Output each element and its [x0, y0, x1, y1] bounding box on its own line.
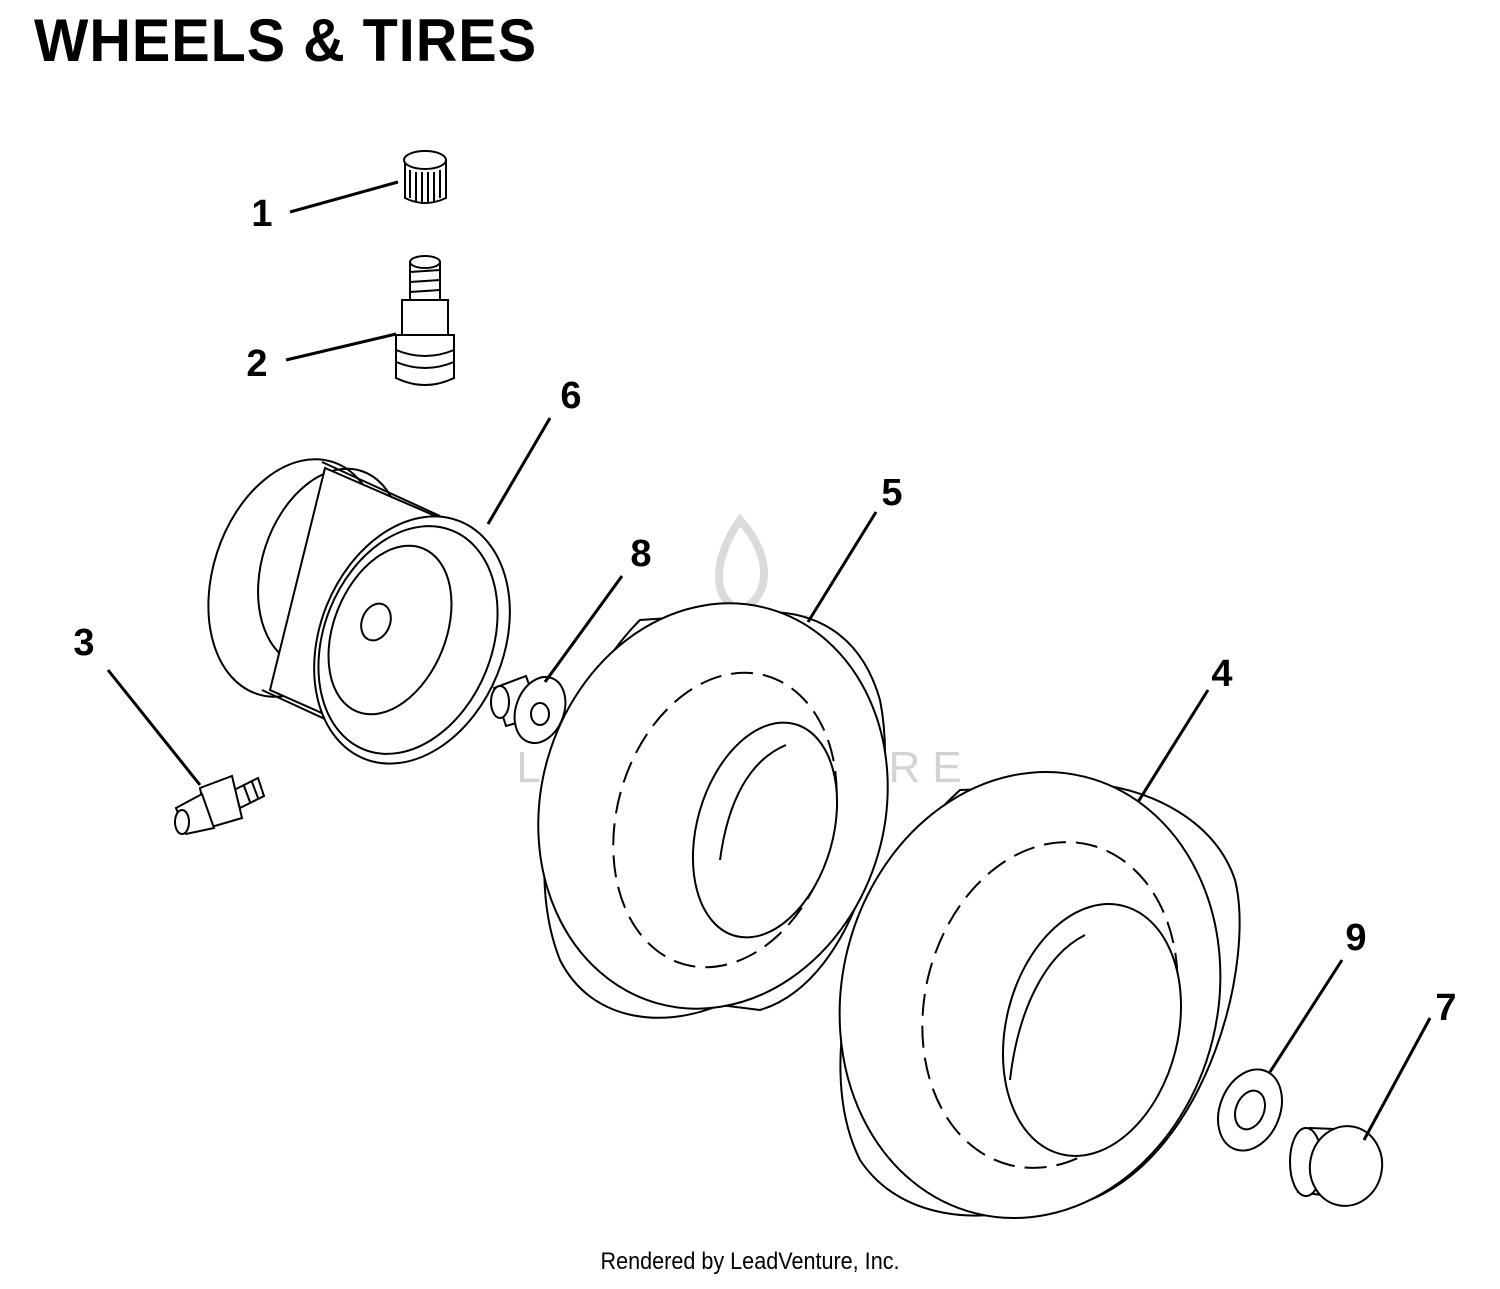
rear-tire-part [838, 770, 1241, 1220]
callout-8: 8 [630, 533, 651, 575]
diagram-title: WHEELS & TIRES [34, 7, 538, 74]
washer-part [1217, 1068, 1283, 1152]
callout-6: 6 [560, 375, 581, 417]
callout-9: 9 [1345, 917, 1366, 959]
wheel-rim-part [207, 458, 511, 765]
callout-3: 3 [73, 622, 94, 664]
footer-credit: Rendered by LeadVenture, Inc. [600, 1248, 900, 1275]
grease-fitting-part [174, 774, 266, 836]
valve-stem-part [395, 255, 455, 386]
callout-1: 1 [251, 193, 272, 235]
callout-7: 7 [1435, 987, 1456, 1029]
valve-cap-part [403, 150, 447, 204]
hub-cap-part [1289, 1125, 1384, 1207]
callout-5: 5 [881, 472, 902, 514]
callout-4: 4 [1211, 653, 1232, 695]
callout-2: 2 [246, 343, 267, 385]
front-tire-part [537, 602, 889, 1019]
leader-lines [106, 180, 1432, 1141]
